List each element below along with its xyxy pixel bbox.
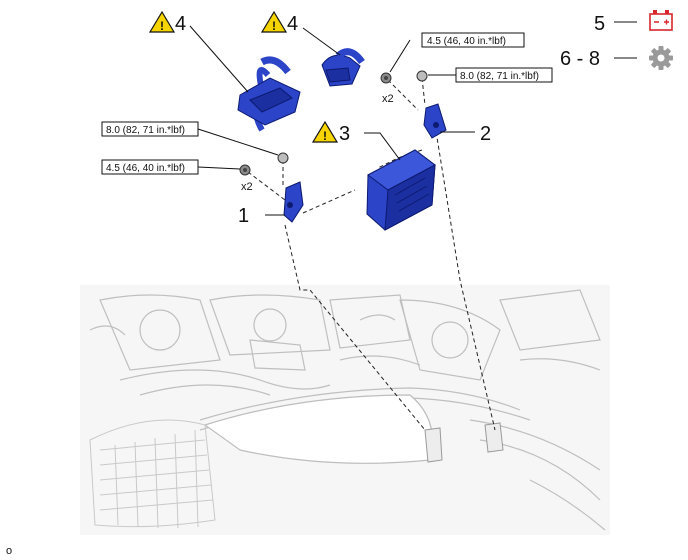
quantity-label: x2 (382, 93, 394, 105)
gear-icon (649, 46, 673, 70)
battery-icon (649, 10, 673, 31)
warning-triangle-icon: ! (311, 120, 339, 143)
warning-triangle-icon: ! (260, 10, 288, 33)
svg-text:!: ! (160, 19, 164, 33)
bracket-part-2 (423, 103, 447, 139)
callout-1: 1 (238, 205, 249, 227)
torque-value: 4.5 (46, 40 in.*lbf) (106, 163, 185, 174)
leader-lines (189, 21, 637, 216)
engine-bay-background (80, 285, 610, 535)
torque-value: 8.0 (82, 71 in.*lbf) (106, 125, 185, 136)
bracket-part-1 (283, 181, 304, 223)
callout-4-top: 4 (287, 13, 298, 35)
callout-2: 2 (480, 123, 491, 145)
torque-box-4: 4.5 (46, 40 in.*lbf) (101, 159, 199, 175)
nut-right (416, 70, 428, 82)
assembly-lines (247, 77, 496, 431)
quantity-label: x2 (241, 181, 253, 193)
callout-6-8: 6 - 8 (560, 48, 600, 70)
ecu-part-3 (366, 149, 436, 231)
fasteners (239, 70, 428, 176)
nut-left (277, 152, 289, 164)
torque-box-1: 4.5 (46, 40 in.*lbf) (421, 32, 525, 48)
torque-box-2: 8.0 (82, 71 in.*lbf) (455, 67, 553, 83)
harness-connector-part-4-left (237, 56, 301, 132)
bolt-right (380, 72, 392, 84)
harness-connector-part-4-top (321, 48, 365, 87)
callout-3: 3 (339, 123, 350, 145)
bolt-left (239, 164, 251, 176)
figure-code: o (6, 545, 12, 557)
torque-value: 4.5 (46, 40 in.*lbf) (427, 36, 506, 47)
torque-box-3: 8.0 (82, 71 in.*lbf) (101, 121, 199, 137)
svg-text:!: ! (272, 19, 276, 33)
warning-triangle-icon: ! (148, 10, 176, 33)
svg-text:!: ! (323, 129, 327, 143)
callout-5: 5 (594, 13, 605, 35)
torque-value: 8.0 (82, 71 in.*lbf) (460, 71, 539, 82)
callout-4-left: 4 (175, 13, 186, 35)
